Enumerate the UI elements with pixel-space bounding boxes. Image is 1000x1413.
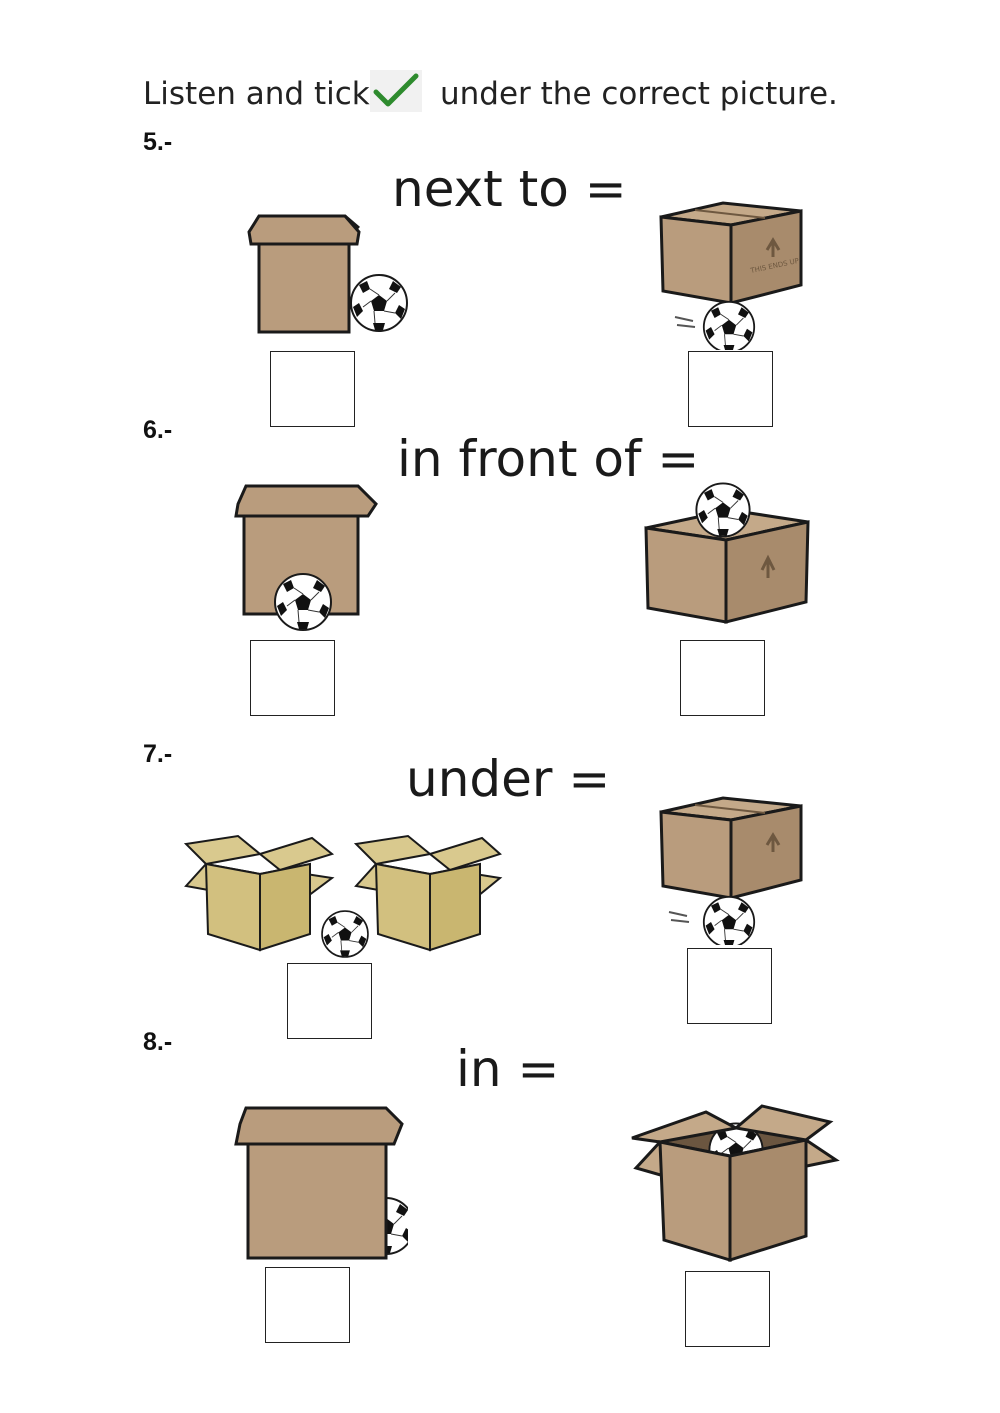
phrase-in: in = <box>456 1040 560 1098</box>
answer-box-q8-right[interactable] <box>685 1271 770 1347</box>
answer-box-q8-left[interactable] <box>265 1267 350 1343</box>
box-with-ball-behind-picture <box>234 1106 408 1260</box>
question-number-6: 6.- <box>143 416 173 444</box>
ball-between-two-boxes-picture <box>183 834 503 958</box>
box-with-ball-on-top-picture <box>644 482 810 624</box>
answer-box-q7-right[interactable] <box>687 948 772 1024</box>
answer-box-q7-left[interactable] <box>287 963 372 1039</box>
instruction-text-start: Listen and tick <box>143 76 370 112</box>
question-number-7: 7.- <box>143 740 173 768</box>
question-number-5: 5.- <box>143 128 173 156</box>
phrase-next-to: next to = <box>392 160 627 218</box>
box-with-ball-beside-picture <box>247 214 408 334</box>
instruction-text-end: under the correct picture. <box>440 76 838 112</box>
box-with-ball-in-front-picture <box>234 484 378 631</box>
phrase-under: under = <box>406 750 611 808</box>
box-on-ball-picture-2 <box>659 796 803 945</box>
question-number-8: 8.- <box>143 1028 173 1056</box>
answer-box-q5-left[interactable] <box>270 351 355 427</box>
answer-box-q6-left[interactable] <box>250 640 335 716</box>
phrase-in-front-of: in front of = <box>397 430 700 488</box>
answer-box-q5-right[interactable] <box>688 351 773 427</box>
green-checkmark-icon <box>370 70 422 112</box>
answer-box-q6-right[interactable] <box>680 640 765 716</box>
box-with-ball-inside-picture <box>631 1104 840 1263</box>
box-on-ball-picture: THIS ENDS UP <box>659 201 803 350</box>
